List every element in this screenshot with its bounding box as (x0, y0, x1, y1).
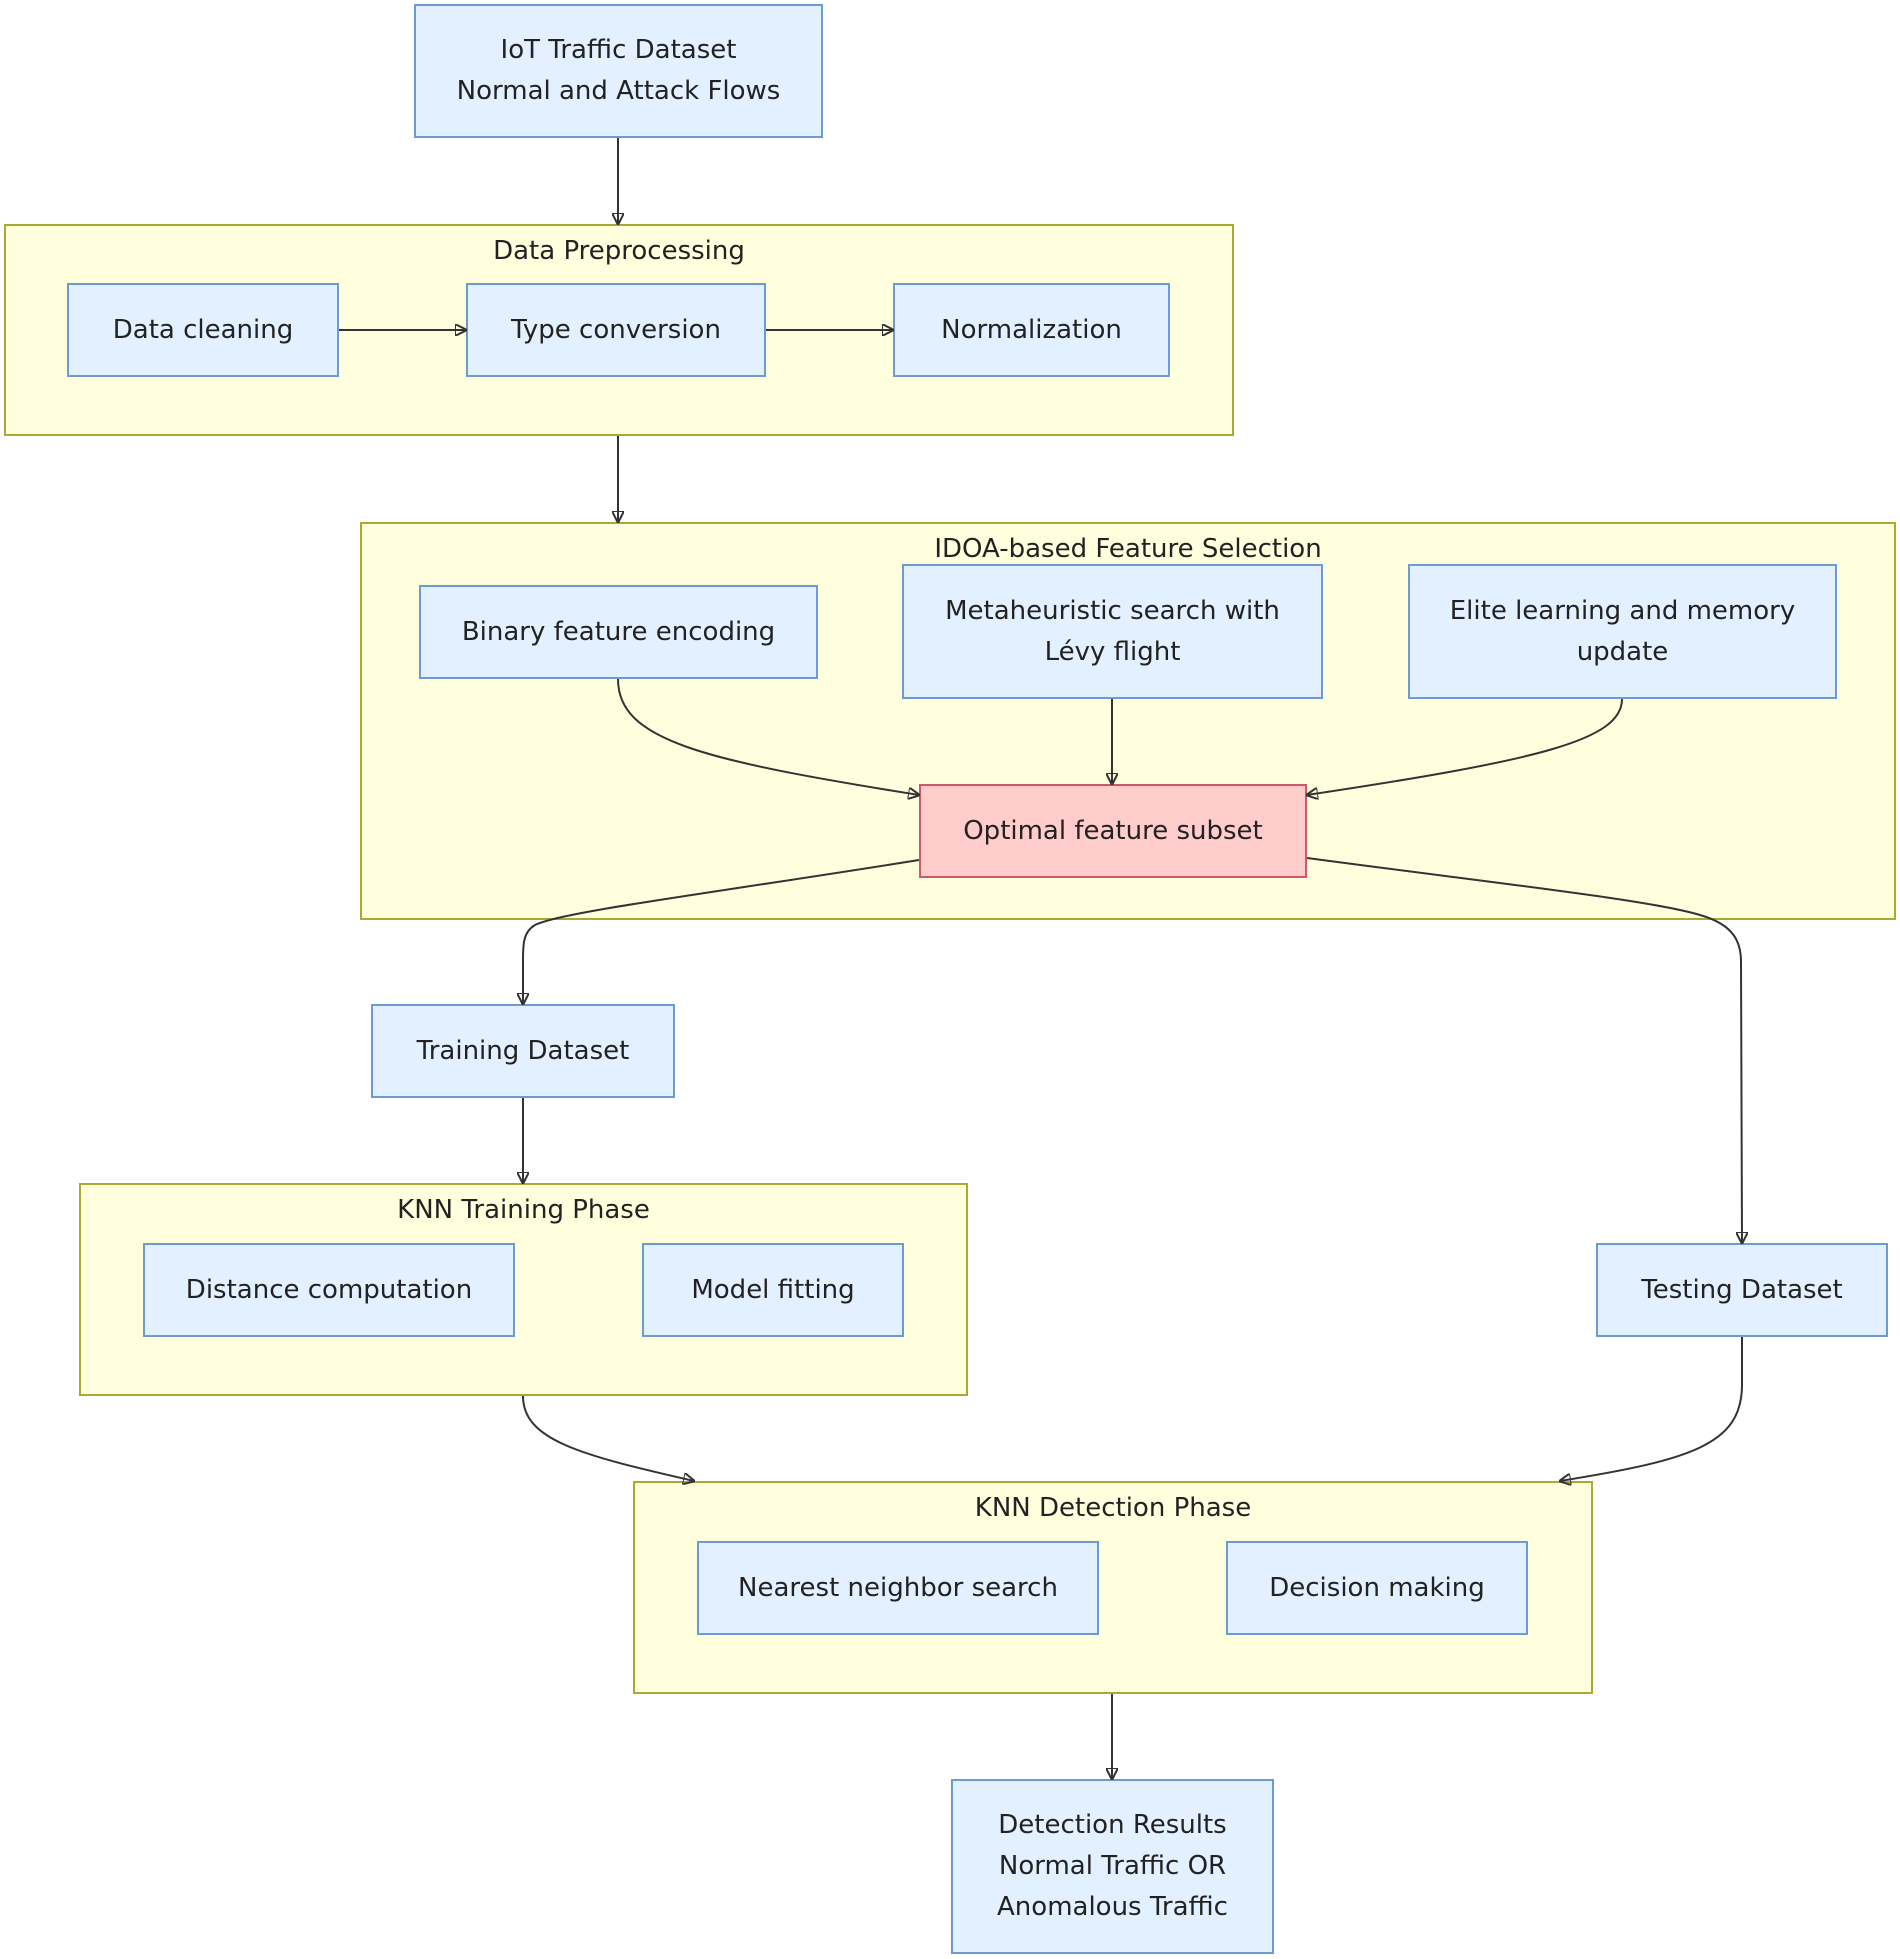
node-data-cleaning[interactable]: Data cleaning (67, 283, 339, 377)
node-metaheuristic-search[interactable]: Metaheuristic search with Lévy flight (902, 564, 1323, 699)
node-label: Decision making (1269, 1572, 1485, 1603)
node-model-fitting[interactable]: Model fitting (642, 1243, 904, 1337)
node-label-line: Anomalous Traffic (997, 1892, 1228, 1922)
node-nearest-neighbor-search[interactable]: Nearest neighbor search (697, 1541, 1099, 1635)
node-label-line: Metaheuristic search with (945, 595, 1280, 626)
node-label: Normalization (941, 314, 1122, 345)
group-title-data-preprocessing: Data Preprocessing (493, 236, 745, 266)
node-training-dataset[interactable]: Training Dataset (371, 1004, 675, 1098)
node-label: Model fitting (691, 1274, 855, 1305)
node-label-line: Elite learning and memory (1449, 595, 1796, 626)
node-label: Nearest neighbor search (738, 1572, 1058, 1603)
edge-knn-training-to-detection (522, 1395, 694, 1481)
node-elite-learning[interactable]: Elite learning and memory update (1408, 564, 1837, 699)
node-distance-computation[interactable]: Distance computation (143, 1243, 515, 1337)
node-optimal-feature-subset[interactable]: Optimal feature subset (919, 784, 1307, 878)
group-title-idoa-feature-selection: IDOA-based Feature Selection (934, 534, 1322, 564)
edge-testing-to-detection (1560, 1337, 1743, 1481)
node-label-line: Lévy flight (1044, 636, 1181, 667)
node-decision-making[interactable]: Decision making (1226, 1541, 1528, 1635)
node-label: Optimal feature subset (963, 815, 1263, 846)
node-label: Type conversion (511, 314, 721, 345)
group-title-knn-training: KNN Training Phase (397, 1195, 650, 1225)
node-label-line: Normal Traffic OR (998, 1851, 1227, 1881)
node-label-line: IoT Traffic Dataset (500, 35, 737, 65)
node-label: Testing Dataset (1641, 1274, 1843, 1305)
node-detection-results[interactable]: Detection Results Normal Traffic OR Anom… (951, 1779, 1274, 1954)
node-label: Distance computation (185, 1274, 473, 1305)
node-type-conversion[interactable]: Type conversion (466, 283, 766, 377)
group-title-knn-detection: KNN Detection Phase (974, 1493, 1252, 1523)
node-normalization[interactable]: Normalization (893, 283, 1170, 377)
node-label: Training Dataset (416, 1035, 630, 1066)
node-binary-feature-encoding[interactable]: Binary feature encoding (419, 585, 818, 679)
node-label-line: Detection Results (998, 1810, 1227, 1840)
node-label-line: update (1576, 636, 1669, 667)
node-iot-traffic-dataset[interactable]: IoT Traffic Dataset Normal and Attack Fl… (414, 4, 823, 138)
node-label-line: Normal and Attack Flows (456, 76, 781, 106)
node-testing-dataset[interactable]: Testing Dataset (1596, 1243, 1888, 1337)
node-label: Data cleaning (112, 314, 294, 345)
node-label: Binary feature encoding (461, 616, 776, 647)
